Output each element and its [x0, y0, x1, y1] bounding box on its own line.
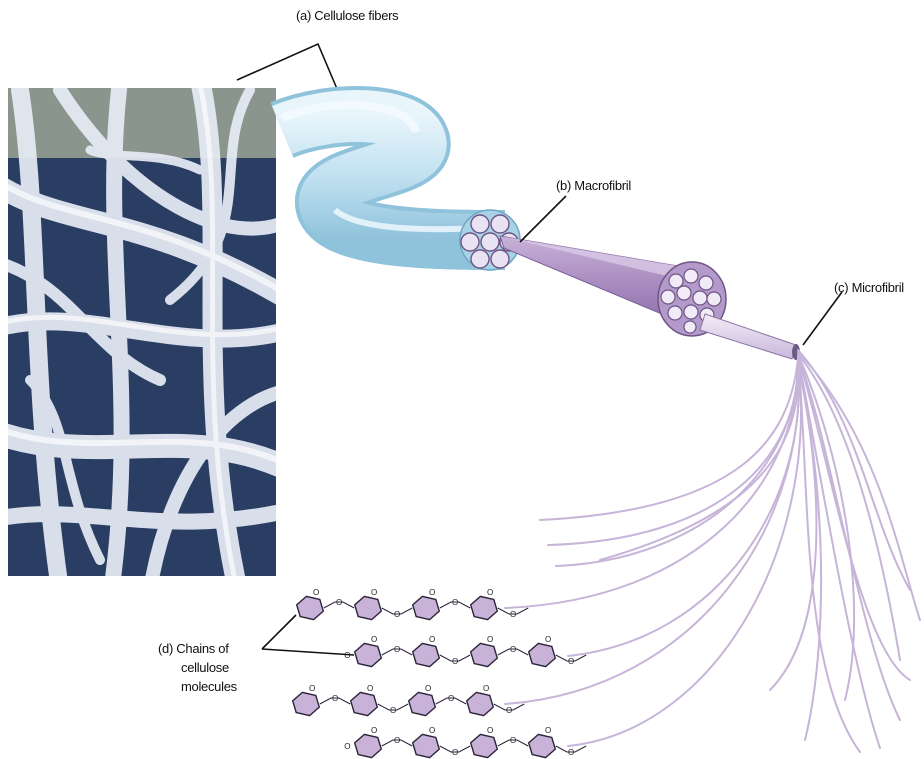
glucose-ring: [293, 692, 320, 715]
glucose-ring: [351, 692, 378, 715]
label-microfibril: (c) Microfibril: [834, 280, 904, 296]
ring-oxygen-label: O: [371, 726, 377, 735]
ring-oxygen-label: O: [371, 588, 377, 597]
microfibril-strands: [505, 350, 920, 752]
ring-oxygen-label: O: [429, 588, 435, 597]
glucose-ring: [355, 734, 382, 757]
bridging-oxygen-label: O: [394, 736, 400, 745]
bridging-oxygen-label: O: [506, 706, 512, 715]
glucose-ring: [355, 596, 382, 619]
label-cellulose-fibers: (a) Cellulose fibers: [296, 8, 398, 24]
ring-oxygen-label: O: [487, 635, 493, 644]
bridging-oxygen-label: O: [448, 694, 454, 703]
cellulose-fiber-micrograph: [0, 80, 290, 604]
bridging-oxygen-label: O: [510, 610, 516, 619]
ring-oxygen-label: O: [371, 635, 377, 644]
bridging-oxygen-label: O: [394, 645, 400, 654]
ring-oxygen-label: O: [429, 726, 435, 735]
bridging-oxygen-label: O: [510, 645, 516, 654]
bridging-oxygen-label: O: [332, 694, 338, 703]
cellulose-fiber-tube: [282, 105, 520, 270]
glucose-ring: [297, 596, 324, 619]
bridging-oxygen-label: O: [568, 748, 574, 757]
chain-start-oxygen-label: O: [344, 651, 350, 660]
chain-start-oxygen-label: O: [344, 742, 350, 751]
cellulose-chains: O O O O O O O O O O O O O O O O O O O O O O O O O O O O O O O O O O: [293, 588, 587, 758]
glucose-ring: [355, 643, 382, 666]
ring-oxygen-label: O: [487, 588, 493, 597]
label-chains-line-1: (d) Chains of: [158, 639, 268, 658]
bridging-oxygen-label: O: [568, 657, 574, 666]
ring-oxygen-label: O: [483, 684, 489, 693]
ring-oxygen-label: O: [309, 684, 315, 693]
ring-oxygen-label: O: [313, 588, 319, 597]
label-chains-line-2: cellulose: [158, 658, 268, 677]
glucose-ring: [413, 596, 440, 619]
label-macrofibril: (b) Macrofibril: [556, 178, 631, 194]
glucose-ring: [409, 692, 436, 715]
ring-oxygen-label: O: [429, 635, 435, 644]
bridging-oxygen-label: O: [452, 598, 458, 607]
bridging-oxygen-label: O: [336, 598, 342, 607]
glucose-ring: [413, 734, 440, 757]
bridging-oxygen-label: O: [394, 610, 400, 619]
ring-oxygen-label: O: [545, 726, 551, 735]
glucose-ring: [471, 596, 498, 619]
glucose-ring: [467, 692, 494, 715]
bridging-oxygen-label: O: [390, 706, 396, 715]
glucose-ring: [471, 643, 498, 666]
glucose-ring: [471, 734, 498, 757]
glucose-ring: [413, 643, 440, 666]
ring-oxygen-label: O: [545, 635, 551, 644]
label-chains-line-3: molecules: [158, 677, 268, 696]
bridging-oxygen-label: O: [452, 748, 458, 757]
glucose-ring: [529, 734, 556, 757]
macrofibril-cone: [500, 236, 726, 336]
ring-oxygen-label: O: [487, 726, 493, 735]
ring-oxygen-label: O: [425, 684, 431, 693]
glucose-ring: [529, 643, 556, 666]
label-chains-of-cellulose: (d) Chains of cellulose molecules: [158, 639, 268, 696]
ring-oxygen-label: O: [367, 684, 373, 693]
bridging-oxygen-label: O: [510, 736, 516, 745]
microfibril-rod: [700, 314, 800, 360]
bridging-oxygen-label: O: [452, 657, 458, 666]
